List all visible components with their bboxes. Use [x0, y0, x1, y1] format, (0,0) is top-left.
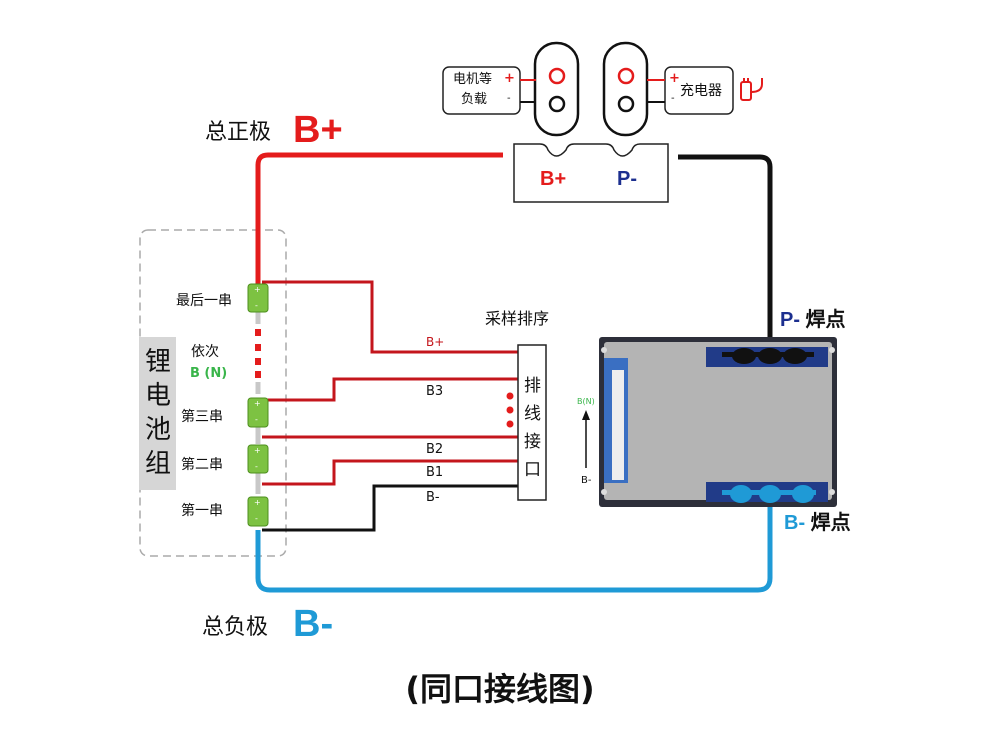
cell-last-plus: +: [254, 285, 261, 294]
cell-3: [247, 397, 269, 428]
cell-label-1: 第一串: [181, 503, 223, 519]
load-label-line1: 电机等: [453, 72, 493, 87]
p-solder-blobs: [722, 348, 814, 364]
output-port-block: [513, 143, 669, 203]
load-label-line2: 负载: [461, 92, 488, 107]
sample-wire-b3: [262, 377, 518, 402]
wire-label-bminus: B-: [426, 490, 440, 505]
cell-3-plus: +: [254, 399, 261, 408]
sample-dots: [506, 392, 514, 428]
charger-box: [664, 66, 734, 115]
wire-label-b3: B3: [426, 384, 444, 399]
cell-last: [247, 283, 269, 313]
cell-1-minus: -: [255, 514, 258, 523]
b-minus-prefix: 总负极: [202, 615, 269, 640]
cell-last-minus: -: [255, 301, 258, 310]
wire-label-b2: B2: [426, 442, 444, 457]
charger-minus: -: [671, 93, 675, 104]
sampling-wires: [262, 280, 518, 532]
cell-3-minus: -: [255, 415, 258, 424]
b-plus-main-wire: [255, 152, 503, 290]
b-plus-prefix: 总正极: [205, 120, 272, 145]
load-plus: +: [504, 71, 515, 86]
connector-label: 排 线 接 口: [524, 376, 541, 480]
b-solder-text: B- 焊点: [784, 512, 851, 534]
sample-wire-bplus: [262, 280, 518, 354]
load-box: [442, 66, 521, 115]
wire-label-bplus: B+: [426, 335, 445, 349]
port-b-plus: B+: [540, 168, 567, 190]
b-minus-main-wire: [255, 495, 773, 593]
arrow-bottom-label: B-: [581, 475, 592, 486]
p-solder-text: P- 焊点: [780, 309, 846, 331]
charger-plug-icon: [740, 78, 763, 101]
ellipsis-sub: B (N): [190, 366, 228, 381]
battery-pack-label-box: [139, 337, 176, 490]
battery-pack-label: 锂 电 池 组: [144, 347, 171, 479]
sample-wire-bminus: [262, 484, 518, 532]
p-solder-label: P- 焊点: [780, 310, 846, 330]
cell-label-2: 第二串: [181, 457, 223, 473]
cell-1: [247, 496, 269, 527]
sampling-title: 采样排序: [485, 309, 550, 328]
cell-2-minus: -: [255, 462, 258, 471]
charger-connector: [602, 41, 649, 137]
cells: [247, 283, 269, 527]
arrow-head-icon: [582, 410, 590, 420]
b-solder-label: B- 焊点: [784, 513, 851, 533]
sample-wire-b1: [262, 459, 518, 486]
p-minus-wire: [678, 154, 773, 355]
wire-label-b1: B1: [426, 465, 444, 480]
load-minus: -: [507, 93, 511, 104]
battery-pack-frame: [139, 229, 287, 557]
b-plus-label: B+: [293, 109, 343, 151]
cell-1-plus: +: [254, 498, 261, 507]
b-minus-label: B-: [293, 603, 334, 645]
port-p-minus: P-: [617, 168, 637, 190]
cell-label-3: 第三串: [181, 409, 223, 425]
cell-ellipsis-dots: [255, 329, 261, 378]
cell-label-last: 最后一串: [176, 293, 232, 309]
b-solder-blobs: [722, 485, 816, 503]
page-title: (同口接线图): [405, 670, 595, 708]
charger-plus: +: [669, 71, 680, 86]
sampling-connector: [517, 344, 547, 501]
cell-2: [247, 444, 269, 474]
arrow-top-label: B(N): [577, 397, 595, 406]
ellipsis-label: 依次: [191, 344, 219, 360]
load-connector: [533, 41, 580, 137]
cell-2-plus: +: [254, 446, 261, 455]
charger-label: 充电器: [680, 83, 722, 99]
